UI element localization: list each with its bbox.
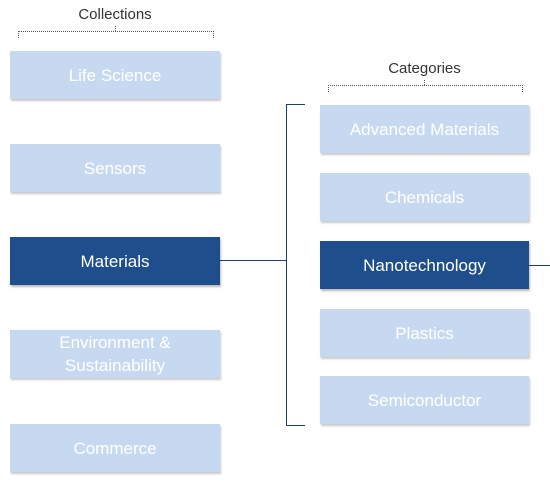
collection-item-label: Materials: [80, 251, 150, 271]
collection-item-label: Environment & Sustainability: [59, 333, 171, 375]
category-item-advanced-materials[interactable]: Advanced Materials: [320, 105, 529, 153]
category-connector-line: [529, 265, 550, 266]
category-item-chemicals[interactable]: Chemicals: [320, 173, 529, 221]
collection-item-environment-sustainability[interactable]: Environment & Sustainability: [10, 330, 220, 378]
collections-heading: Collections: [78, 6, 152, 23]
categories-heading: Categories: [388, 60, 461, 77]
categories-brace: [286, 104, 305, 426]
collection-connector-line: [220, 260, 286, 261]
collection-item-commerce[interactable]: Commerce: [10, 424, 220, 472]
category-item-label: Semiconductor: [367, 390, 482, 410]
collections-heading-bracket-tick: [115, 26, 116, 31]
collection-item-materials[interactable]: Materials: [10, 237, 220, 285]
category-item-label: Plastics: [395, 323, 454, 343]
collection-item-life-science[interactable]: Life Science: [10, 51, 220, 99]
collection-item-label: Life Science: [68, 65, 162, 85]
category-item-label: Advanced Materials: [349, 119, 500, 139]
collections-heading-bracket: [18, 31, 214, 38]
category-item-plastics[interactable]: Plastics: [320, 309, 529, 357]
category-item-label: Chemicals: [384, 187, 465, 207]
category-item-semiconductor[interactable]: Semiconductor: [320, 376, 529, 424]
categories-heading-bracket: [328, 85, 523, 92]
collection-item-sensors[interactable]: Sensors: [10, 144, 220, 192]
category-item-label: Nanotechnology: [363, 255, 486, 275]
categories-heading-bracket-tick: [424, 80, 425, 85]
collection-item-label: Commerce: [73, 438, 157, 458]
category-item-nanotechnology[interactable]: Nanotechnology: [320, 241, 529, 289]
collection-item-label: Sensors: [83, 158, 147, 178]
